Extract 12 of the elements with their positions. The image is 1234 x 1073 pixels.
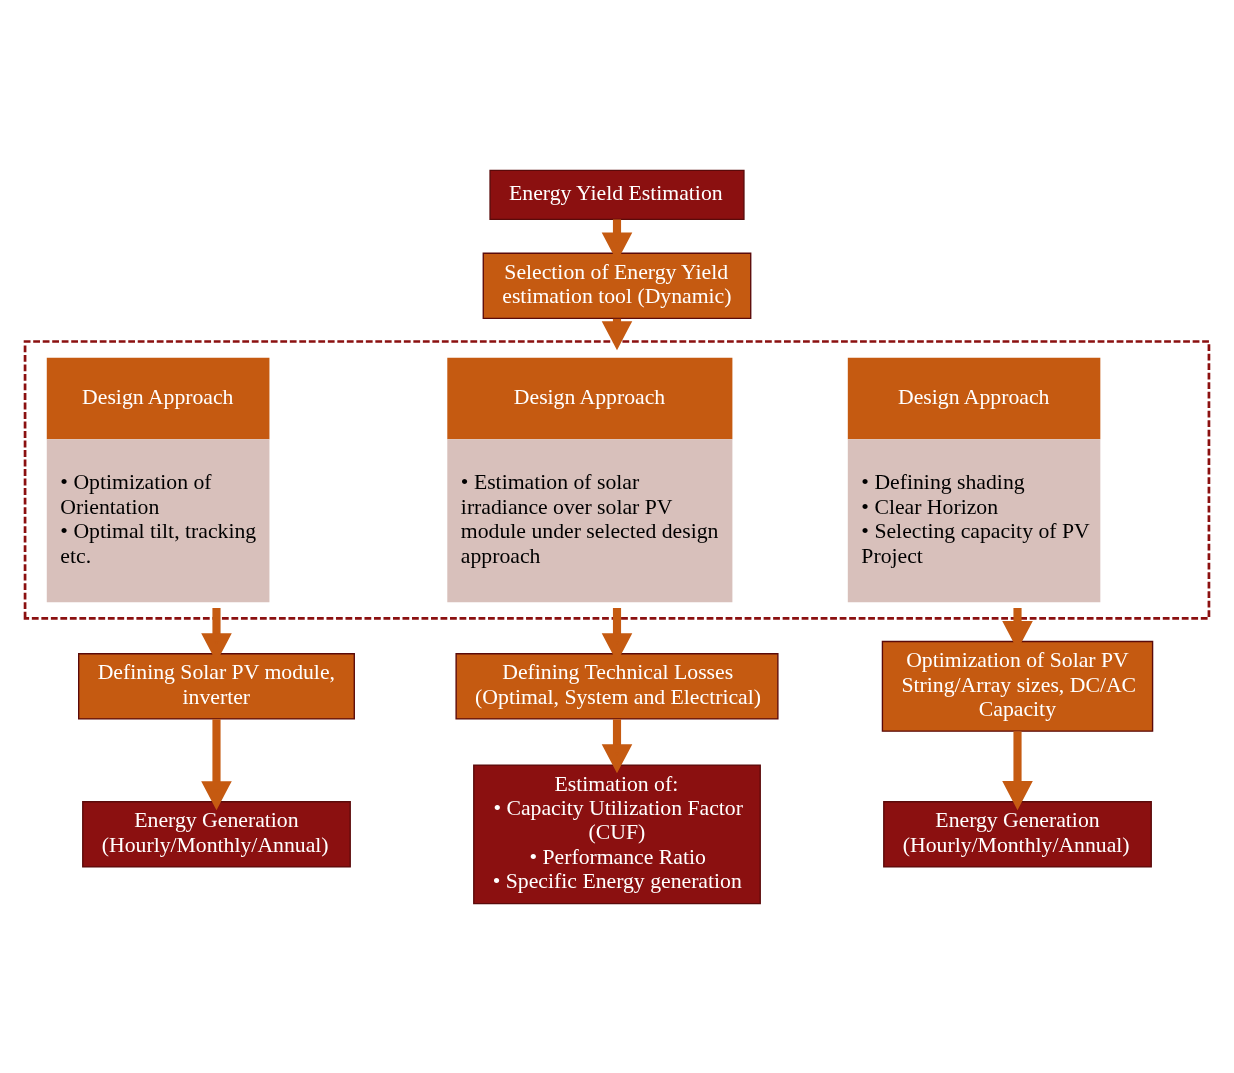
node-box: Defining Solar PV module, inverter <box>78 652 355 720</box>
node-box: Energy Generation (Hourly/Monthly/Annual) <box>82 800 351 868</box>
node-box: Defining Technical Losses (Optimal, System and Electrical) <box>455 652 779 720</box>
arrow <box>1002 730 1033 810</box>
node-box: Estimation of: • Capacity Utilization Factor (CUF) • Performance Ratio • Specific Energy generation <box>473 763 761 904</box>
node-box: Energy Generation (Hourly/Monthly/Annual) <box>883 800 1152 868</box>
arrow <box>601 718 633 773</box>
node-box: Energy Yield Estimation <box>489 169 745 220</box>
arrow <box>201 718 232 810</box>
node-box: Optimization of Solar PV String/Array sizes, DC/AC Capacity <box>881 640 1154 732</box>
node-box: Selection of Energy Yield estimation tool (Dynamic) <box>482 252 752 319</box>
cluster <box>23 339 1211 620</box>
